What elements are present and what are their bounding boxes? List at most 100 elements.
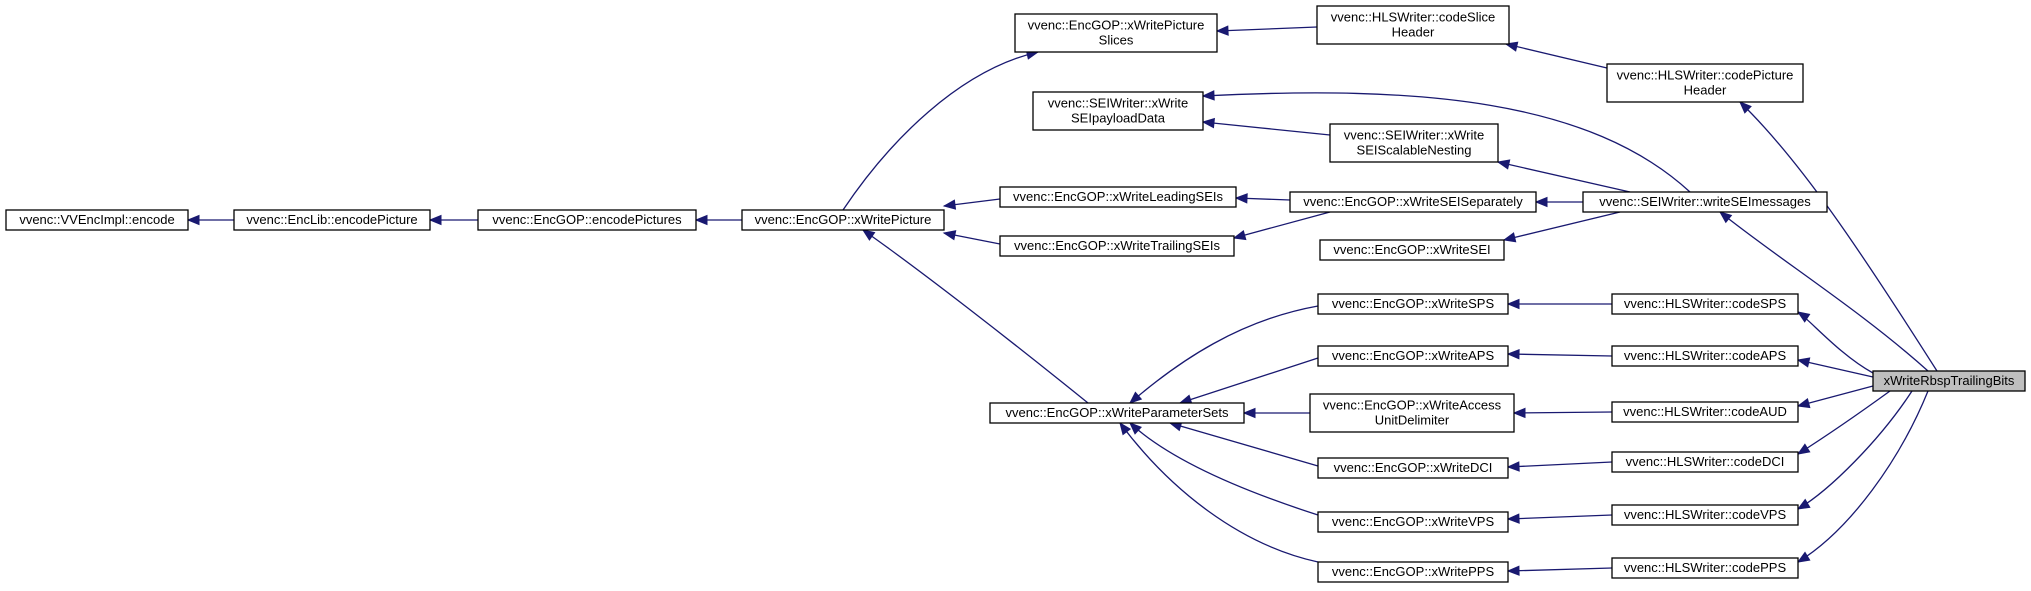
node-label: SEIpayloadData xyxy=(1071,111,1166,126)
edge-encgop_xwritepictureslices-to-encgop_xwritepicture xyxy=(842,49,1040,211)
node-encgop_xwriteparametersets[interactable]: vvenc::EncGOP::xWriteParameterSets xyxy=(989,402,1245,424)
arrowhead xyxy=(428,214,442,226)
edge-line xyxy=(1503,211,1621,241)
node-hlswriter_codeaud[interactable]: vvenc::HLSWriter::codeAUD xyxy=(1611,401,1799,423)
node-box xyxy=(233,209,431,231)
edge-hlswriter_codesliceheader-to-encgop_xwritepictureslices xyxy=(1215,25,1318,36)
node-box xyxy=(1032,91,1204,131)
edge-line xyxy=(1233,211,1331,239)
node-box xyxy=(1319,239,1505,261)
node-box xyxy=(5,209,189,231)
node-seiwriter_writeseimessages[interactable]: vvenc::SEIWriter::writeSEImessages xyxy=(1582,191,1828,213)
edge-hlswriter_codepictureheader-to-hlswriter_codesliceheader xyxy=(1504,41,1608,69)
node-label: vvenc::HLSWriter::codeVPS xyxy=(1624,507,1787,522)
node-encgop_xwriteleadingseis[interactable]: vvenc::EncGOP::xWriteLeadingSEIs xyxy=(999,186,1237,208)
edge-line xyxy=(1507,353,1613,357)
edge-encgop_xwriteseiseparately-to-encgop_xwritetrailingseis xyxy=(1232,211,1331,241)
edge-line xyxy=(1179,357,1319,404)
node-label: vvenc::EncGOP::encodePictures xyxy=(492,212,682,227)
arrowhead xyxy=(1234,193,1248,204)
node-box xyxy=(1611,345,1799,367)
edge-line xyxy=(1507,461,1613,468)
node-label: vvenc::EncGOP::xWriteVPS xyxy=(1332,514,1495,529)
arrowhead xyxy=(1534,196,1548,208)
node-encgop_xwritesei[interactable]: vvenc::EncGOP::xWriteSEI xyxy=(1319,239,1505,261)
node-encgop_xwriteseiseparately[interactable]: vvenc::EncGOP::xWriteSEISeparately xyxy=(1289,191,1537,213)
edge-encgop_xwritetrailingseis-to-encgop_xwritepicture xyxy=(942,230,1001,245)
node-hlswriter_codeaps[interactable]: vvenc::HLSWriter::codeAPS xyxy=(1611,345,1799,367)
node-label: vvenc::EncGOP::xWritePicture xyxy=(1028,18,1205,33)
edge-hlswriter_codeaps-to-encgop_xwriteaps xyxy=(1506,348,1613,360)
arrowhead xyxy=(1796,498,1811,510)
node-label: xWriteRbspTrailingBits xyxy=(1884,373,2015,388)
edge-xwriterbsptrailingbits-to-hlswriter_codevps xyxy=(1796,390,1913,510)
arrowhead xyxy=(1496,159,1511,170)
call-graph-edges xyxy=(186,25,1938,576)
node-seiwriter_xwriteseiscalablenesting[interactable]: vvenc::SEIWriter::xWriteSEIScalableNesti… xyxy=(1329,123,1499,163)
node-label: vvenc::HLSWriter::codePicture xyxy=(1617,68,1794,83)
edge-line xyxy=(1797,390,1891,455)
node-encgop_xwritepicture[interactable]: vvenc::EncGOP::xWritePicture xyxy=(741,209,945,231)
edge-line xyxy=(1507,514,1613,520)
node-label: vvenc::HLSWriter::codeSlice xyxy=(1331,10,1496,25)
arrowhead xyxy=(1796,443,1811,455)
arrowhead xyxy=(1232,229,1247,241)
node-box xyxy=(1317,511,1509,533)
node-encgop_xwriteaps[interactable]: vvenc::EncGOP::xWriteAPS xyxy=(1317,345,1509,367)
arrowhead xyxy=(1512,407,1526,419)
node-encgop_xwritedci[interactable]: vvenc::EncGOP::xWriteDCI xyxy=(1317,457,1509,479)
arrowhead xyxy=(1201,117,1215,129)
node-vvencimpl_encode[interactable]: vvenc::VVEncImpl::encode xyxy=(5,209,189,231)
node-encgop_xwritesps[interactable]: vvenc::EncGOP::xWriteSPS xyxy=(1317,293,1509,315)
node-encgop_xwritepps[interactable]: vvenc::EncGOP::xWritePPS xyxy=(1317,561,1509,583)
node-box xyxy=(999,235,1235,257)
edge-line xyxy=(1797,385,1874,407)
edge-line xyxy=(1119,422,1319,563)
edge-xwriterbsptrailingbits-to-hlswriter_codeaps xyxy=(1796,357,1874,378)
arrowhead xyxy=(1506,461,1520,472)
node-encgop_xwritetrailingseis[interactable]: vvenc::EncGOP::xWriteTrailingSEIs xyxy=(999,235,1235,257)
edge-line xyxy=(862,229,1089,404)
node-hlswriter_codesps[interactable]: vvenc::HLSWriter::codeSPS xyxy=(1611,293,1799,315)
arrowhead xyxy=(861,229,876,241)
node-box xyxy=(1611,557,1799,579)
edge-encgop_xwriteaps-to-encgop_xwriteparametersets xyxy=(1178,357,1319,405)
node-box xyxy=(477,209,697,231)
arrowhead xyxy=(1128,391,1143,404)
edge-encgop_xwritepicture-to-encgop_encodepictures xyxy=(694,214,742,226)
arrowhead xyxy=(1506,348,1520,360)
arrowhead xyxy=(1796,551,1811,563)
node-hlswriter_codedci[interactable]: vvenc::HLSWriter::codeDCI xyxy=(1611,451,1799,473)
node-label: vvenc::VVEncImpl::encode xyxy=(19,212,174,227)
node-label: vvenc::EncGOP::xWritePicture xyxy=(755,212,932,227)
edge-line xyxy=(842,51,1039,211)
node-label: vvenc::EncGOP::xWriteAPS xyxy=(1332,348,1495,363)
arrowhead xyxy=(186,214,200,226)
node-hlswriter_codepps[interactable]: vvenc::HLSWriter::codePPS xyxy=(1611,557,1799,579)
node-box xyxy=(989,402,1245,424)
node-label: vvenc::EncGOP::xWritePPS xyxy=(1332,564,1495,579)
node-label: vvenc::HLSWriter::codeAPS xyxy=(1624,348,1787,363)
node-label: vvenc::SEIWriter::xWrite xyxy=(1344,128,1484,143)
node-hlswriter_codevps[interactable]: vvenc::HLSWriter::codeVPS xyxy=(1611,504,1799,526)
node-enclib_encodepicture[interactable]: vvenc::EncLib::encodePicture xyxy=(233,209,431,231)
node-box xyxy=(1316,5,1510,45)
edge-line xyxy=(1797,390,1913,510)
node-encgop_encodepictures[interactable]: vvenc::EncGOP::encodePictures xyxy=(477,209,697,231)
edge-line xyxy=(1129,422,1319,516)
call-graph-nodes: vvenc::VVEncImpl::encode vvenc::EncLib::e… xyxy=(5,5,2026,583)
node-encgop_xwritevps[interactable]: vvenc::EncGOP::xWriteVPS xyxy=(1317,511,1509,533)
arrowhead xyxy=(1718,211,1733,224)
node-box xyxy=(1606,63,1804,103)
arrowhead xyxy=(1201,90,1215,101)
edge-encgop_encodepictures-to-enclib_encodepicture xyxy=(428,214,478,226)
edge-line xyxy=(1202,92,1691,193)
arrowhead xyxy=(942,199,957,210)
arrowhead xyxy=(1739,101,1752,114)
